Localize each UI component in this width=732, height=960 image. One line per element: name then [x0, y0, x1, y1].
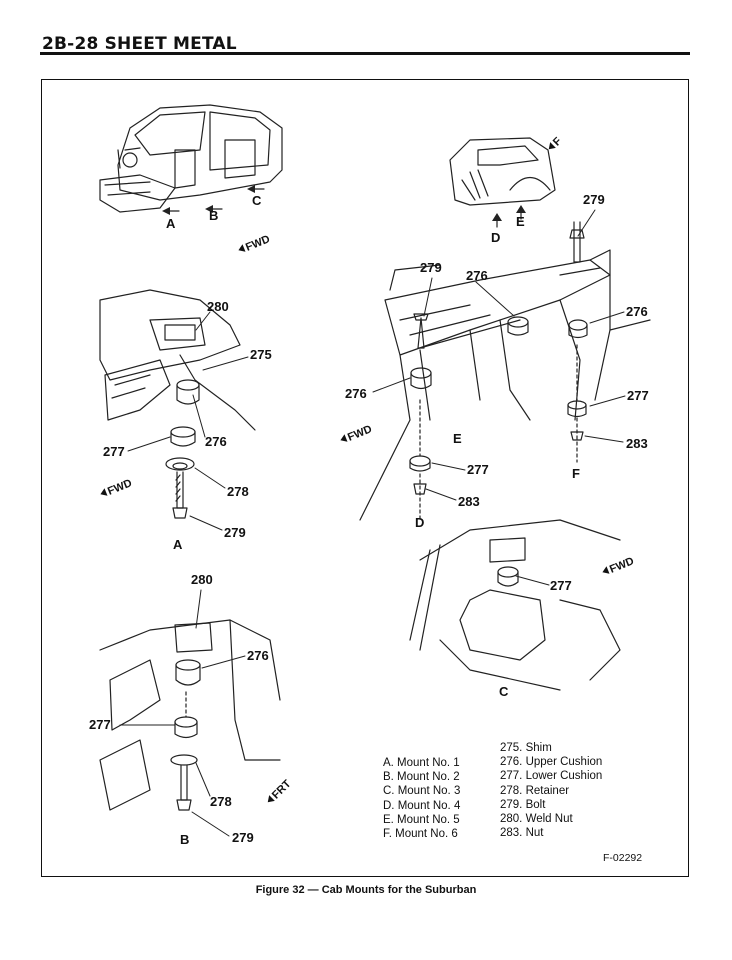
mount-legend: A. Mount No. 1 B. Mount No. 2 C. Mount N…	[383, 756, 460, 841]
callout: 280	[207, 299, 229, 314]
view-letter: F	[572, 466, 580, 481]
frt-label: FRT	[270, 778, 294, 802]
callout: 276	[345, 386, 367, 401]
callout: 283	[626, 436, 648, 451]
view-letter: A	[166, 216, 176, 231]
fwd-label: FWD	[244, 233, 272, 254]
callout: 276	[626, 304, 648, 319]
callout: 277	[467, 462, 489, 477]
page-header: 2B-28 SHEET METAL	[42, 34, 237, 54]
figure-caption: Figure 32 — Cab Mounts for the Suburban	[255, 884, 477, 896]
arrows-abc	[162, 185, 265, 215]
direction-markers: FWD FWD FWD FWD FRT F	[100, 135, 636, 803]
callout: 283	[458, 494, 480, 509]
callout: 277	[89, 717, 111, 732]
header-rule	[40, 52, 690, 55]
mount-a-drawing	[99, 289, 256, 519]
fwd-label: FWD	[106, 477, 134, 498]
legend-item: 278. Retainer	[500, 784, 570, 797]
callout: 277	[103, 444, 125, 459]
view-letter: A	[173, 537, 183, 552]
callout: 276	[247, 648, 269, 663]
figure-id: F-02292	[603, 852, 643, 864]
callout: 280	[191, 572, 213, 587]
legend-item: 279. Bolt	[500, 798, 546, 811]
view-letter: B	[180, 832, 189, 847]
view-letter: B	[209, 208, 218, 223]
callout: 279	[224, 525, 246, 540]
legend-item: 280. Weld Nut	[500, 813, 573, 826]
callout: 278	[227, 484, 249, 499]
leader-lines	[119, 209, 626, 837]
legend-item: A. Mount No. 1	[383, 757, 460, 769]
body-shell-rear-drawing	[449, 137, 556, 206]
view-letter: D	[415, 515, 424, 530]
view-letter: C	[499, 684, 509, 699]
callout: 275	[250, 347, 272, 362]
callout: 277	[627, 388, 649, 403]
mount-def-drawing	[359, 221, 651, 521]
view-letter: E	[453, 431, 462, 446]
callout-numbers: 280 275 276 277 278 279 279 279 276 276 …	[89, 192, 649, 845]
legend-item: 283. Nut	[500, 827, 544, 840]
callout: 276	[205, 434, 227, 449]
legend-item: B. Mount No. 2	[383, 771, 460, 784]
legend-item: C. Mount No. 3	[383, 785, 461, 798]
body-shell-front-drawing	[99, 104, 283, 213]
callout: 276	[466, 268, 488, 283]
mount-c-drawing	[409, 519, 621, 691]
legend-item: F. Mount No. 6	[383, 828, 458, 841]
view-letter: D	[491, 230, 500, 245]
callout: 279	[583, 192, 605, 207]
fwd-label: FWD	[346, 423, 374, 444]
parts-legend: 275. Shim 276. Upper Cushion 277. Lower …	[500, 741, 602, 840]
legend-item: 275. Shim	[500, 742, 552, 754]
legend-item: 276. Upper Cushion	[500, 756, 603, 769]
callout: 277	[550, 578, 572, 593]
callout: 279	[420, 260, 442, 275]
view-letter: E	[516, 214, 525, 229]
callout: 279	[232, 830, 254, 845]
arrows-de	[492, 205, 526, 228]
view-letters: A B C D E A E D F C B	[166, 193, 580, 847]
figure-frame	[41, 79, 689, 877]
legend-item: D. Mount No. 4	[383, 799, 461, 812]
callout: 278	[210, 794, 232, 809]
legend-item: 277. Lower Cushion	[500, 770, 603, 783]
mount-b-drawing	[99, 619, 281, 811]
legend-item: E. Mount No. 5	[383, 813, 460, 826]
fwd-label: FWD	[608, 555, 636, 576]
view-letter: C	[252, 193, 262, 208]
